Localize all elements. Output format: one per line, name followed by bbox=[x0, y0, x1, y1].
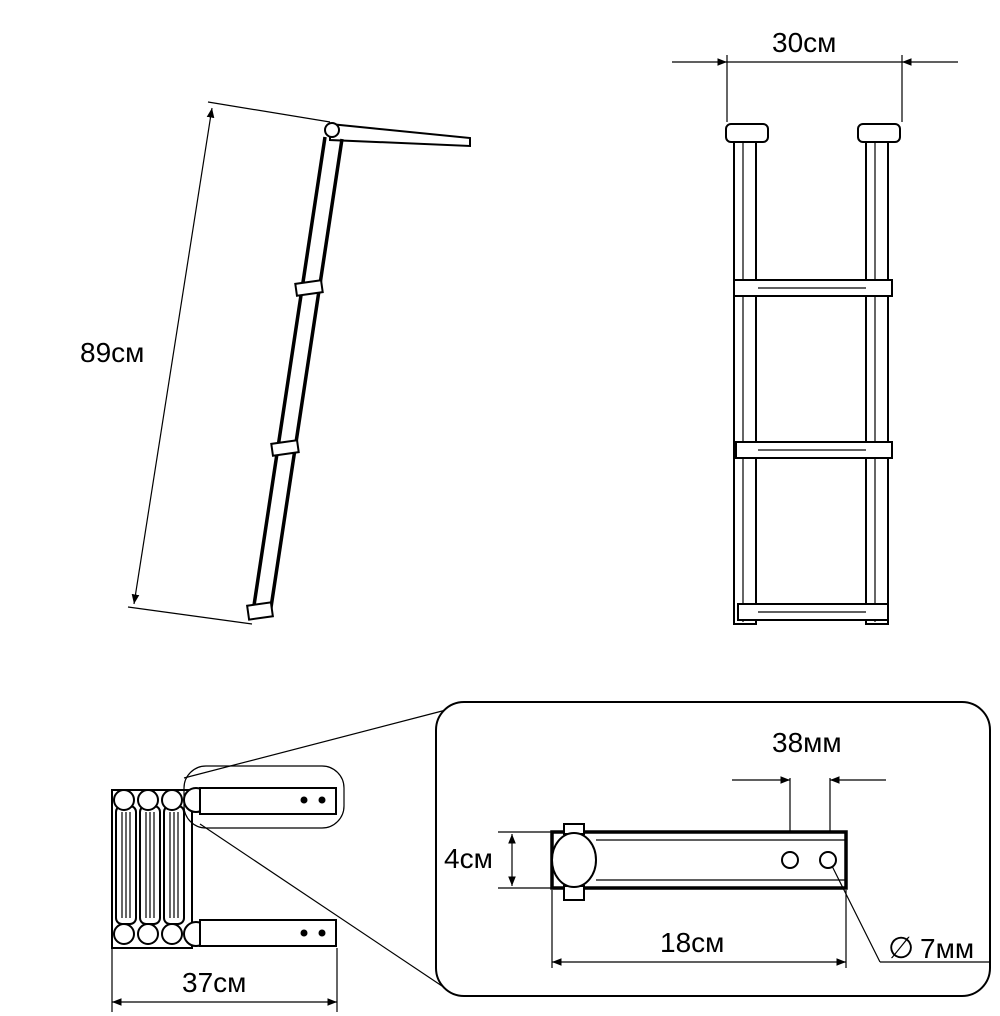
front-rail-left bbox=[733, 137, 757, 625]
side-dim-label-bg bbox=[76, 332, 162, 368]
folded-depth-label: 37см bbox=[182, 967, 246, 998]
folded-top-ring-2 bbox=[137, 789, 159, 811]
detail-view: 38мм 4см 18см ∅ 7мм bbox=[435, 701, 991, 997]
side-hinge bbox=[324, 122, 340, 138]
side-mount-plate bbox=[329, 122, 471, 148]
folded-top-ring-3 bbox=[161, 789, 183, 811]
folded-bottom-hole-1 bbox=[300, 929, 308, 937]
hole-spacing-label: 38мм bbox=[772, 727, 842, 758]
detail-hole-1 bbox=[781, 851, 799, 869]
side-dim-ext-bottom bbox=[127, 606, 253, 625]
side-step-collar-1 bbox=[294, 279, 324, 297]
side-step-collar-3 bbox=[246, 601, 274, 621]
side-dim-ext-top bbox=[207, 101, 331, 123]
folded-top-hole-2 bbox=[318, 796, 326, 804]
front-cap-right bbox=[857, 123, 901, 143]
ladder-length-label: 89см bbox=[80, 337, 144, 368]
hole-diameter-label: 7мм bbox=[920, 933, 974, 964]
folded-step-treads bbox=[121, 812, 179, 918]
folded-bottom-bracket bbox=[199, 919, 337, 947]
side-step-collar-2 bbox=[270, 439, 300, 457]
folded-bottom-ring-1 bbox=[113, 923, 135, 945]
front-view: 30см bbox=[672, 27, 958, 625]
folded-bottom-ring-2 bbox=[137, 923, 159, 945]
bracket-length-label: 18см bbox=[660, 927, 724, 958]
side-rail-right bbox=[268, 138, 344, 615]
folded-detail-callout bbox=[183, 765, 345, 829]
ladder-width-label: 30см bbox=[772, 27, 836, 58]
folded-bottom-ring-3 bbox=[161, 923, 183, 945]
detail-leader-top bbox=[183, 709, 447, 779]
folded-top-hole-1 bbox=[300, 796, 308, 804]
diameter-symbol: ∅ bbox=[888, 932, 914, 965]
side-rail-left bbox=[251, 136, 327, 613]
folded-top-ring-1 bbox=[113, 789, 135, 811]
front-cap-left bbox=[725, 123, 769, 143]
detail-hole-2 bbox=[819, 851, 837, 869]
detail-hinge-tab-bottom bbox=[563, 885, 585, 901]
folded-view: 37см bbox=[111, 765, 345, 1012]
bracket-height-label: 4см bbox=[444, 843, 493, 874]
side-dim-length-line bbox=[131, 107, 215, 605]
folded-bottom-hole-2 bbox=[318, 929, 326, 937]
detail-hinge-tube bbox=[551, 832, 597, 888]
detail-leader-bottom bbox=[199, 823, 443, 987]
front-rail-right bbox=[865, 137, 889, 625]
folded-top-bracket bbox=[199, 787, 337, 815]
detail-diameter-leader bbox=[831, 865, 881, 963]
side-view: 89см bbox=[76, 101, 471, 625]
